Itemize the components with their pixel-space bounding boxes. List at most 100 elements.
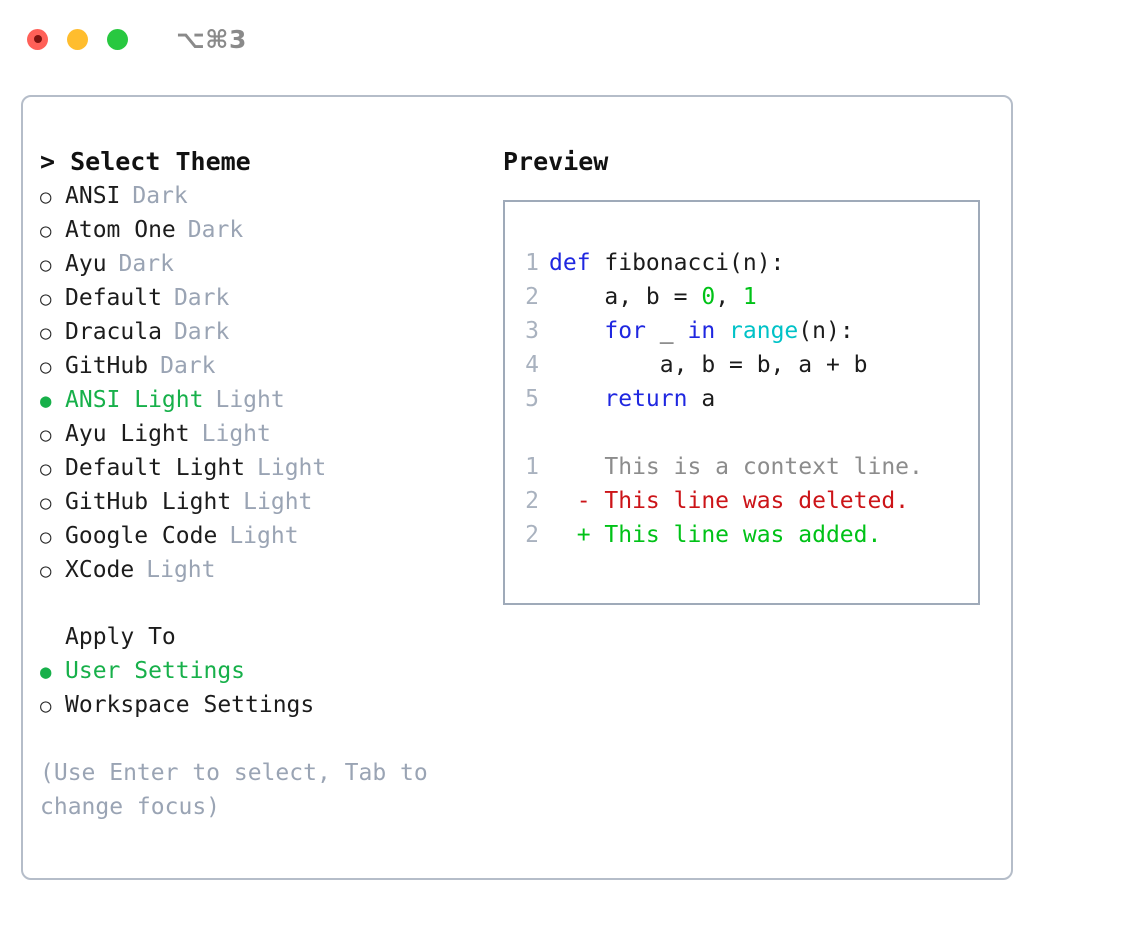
theme-variant-badge: Dark [160,353,216,379]
diff-line-text: - This line was deleted. [549,488,910,514]
apply-to-option-label: User Settings [65,658,246,684]
code-token-fn: range [729,318,799,344]
code-line: 5 return a [505,382,978,416]
theme-variant-badge: Light [257,455,327,481]
theme-option-label: Google Code [65,523,218,549]
apply-to-option-1[interactable]: ○ Workspace Settings [40,688,487,722]
diff-line-number: 1 [525,454,539,480]
line-number: 1 [525,250,539,276]
theme-option-label: Ayu Light [65,421,190,447]
code-token-plain [715,318,729,344]
code-token-kw: def [549,250,605,276]
code-token-plain: a, b = b, a + b [549,352,868,378]
line-number: 5 [525,386,539,412]
code-line: 1 def fibonacci(n): [505,246,978,280]
code-token-plain: , [715,284,743,310]
line-number: 3 [525,318,539,344]
code-token-num: 0 [701,284,716,310]
code-diff-spacer [505,416,978,450]
diff-line: 2 + This line was added. [505,518,978,552]
theme-variant-badge: Light [201,421,271,447]
code-token-kw: in [687,318,716,344]
theme-option-11[interactable]: ○ XCode Light [40,553,487,587]
line-number: 4 [525,352,539,378]
apply-to-option-0[interactable]: ● User Settings [40,654,487,688]
apply-to-option-list[interactable]: ● User Settings ○ Workspace Settings [40,654,487,722]
diff-line-text: + This line was added. [549,522,882,548]
apply-to-option-label: Workspace Settings [65,692,315,718]
diff-line-number: 2 [525,488,539,514]
code-text: a, b = b, a + b [549,348,868,382]
code-text: return a [549,382,715,416]
diff-line-text: This is a context line. [549,454,923,480]
theme-option-label: Default Light [65,455,246,481]
theme-option-0[interactable]: ○ ANSI Dark [40,179,487,213]
theme-variant-badge: Light [243,489,313,515]
preview-title: Preview [503,147,609,176]
theme-option-label: XCode [65,557,135,583]
code-text: a, b = 0, 1 [549,280,757,314]
radio-unselected-icon: ○ [40,322,52,344]
minimize-window-icon[interactable] [67,28,88,50]
diff-line-number: 2 [525,522,539,548]
title-bar: ⌥⌘3 [0,0,1140,78]
window-title: ⌥⌘3 [176,24,247,54]
page-title: > Select Theme [40,147,251,176]
keyboard-hint: (Use Enter to select, Tab to change focu… [40,760,428,820]
code-line: 4 a, b = b, a + b [505,348,978,382]
radio-unselected-icon: ○ [40,356,52,378]
radio-unselected-icon: ○ [40,220,52,242]
theme-option-label: Atom One [65,217,176,243]
diff-line: 2 - This line was deleted. [505,484,978,518]
radio-unselected-icon: ○ [40,458,52,480]
maximize-window-icon[interactable] [107,28,128,50]
code-token-plain [549,386,604,412]
radio-selected-icon: ● [40,390,52,412]
radio-selected-icon: ● [40,661,52,683]
line-number: 2 [525,284,539,310]
theme-variant-badge: Dark [132,183,188,209]
theme-variant-badge: Light [146,557,216,583]
theme-option-label: Dracula [65,319,162,345]
theme-variant-badge: Dark [173,319,230,345]
theme-variant-badge: Dark [173,285,230,311]
radio-unselected-icon: ○ [40,424,52,446]
code-token-plain: (n): [798,318,854,344]
theme-option-8[interactable]: ○ Default Light Light [40,451,487,485]
theme-variant-badge: Light [215,387,285,413]
code-line: 2 a, b = 0, 1 [505,280,978,314]
theme-option-label: Default [65,285,162,311]
code-token-num: 1 [742,284,757,310]
code-token-plain: _ [645,318,688,344]
theme-option-label: ANSI [65,183,121,209]
code-text: for _ in range(n): [549,314,854,348]
code-token-kw: return [604,386,688,412]
code-token-plain [549,318,604,344]
radio-unselected-icon: ○ [40,186,52,208]
theme-option-label: Ayu [65,251,107,277]
traffic-light-group [27,28,128,50]
radio-unselected-icon: ○ [40,254,52,276]
theme-option-7[interactable]: ○ Ayu Light Light [40,417,487,451]
radio-unselected-icon: ○ [40,492,52,514]
radio-unselected-icon: ○ [40,695,52,717]
close-window-icon[interactable] [27,28,48,50]
code-text: def fibonacci(n): [549,246,784,280]
diff-sample: 1 This is a context line. 2 - This line w… [505,450,978,552]
apply-to-heading: Apply To [65,624,176,650]
theme-option-4[interactable]: ○ Dracula Dark [40,315,487,349]
radio-unselected-icon: ○ [40,560,52,582]
